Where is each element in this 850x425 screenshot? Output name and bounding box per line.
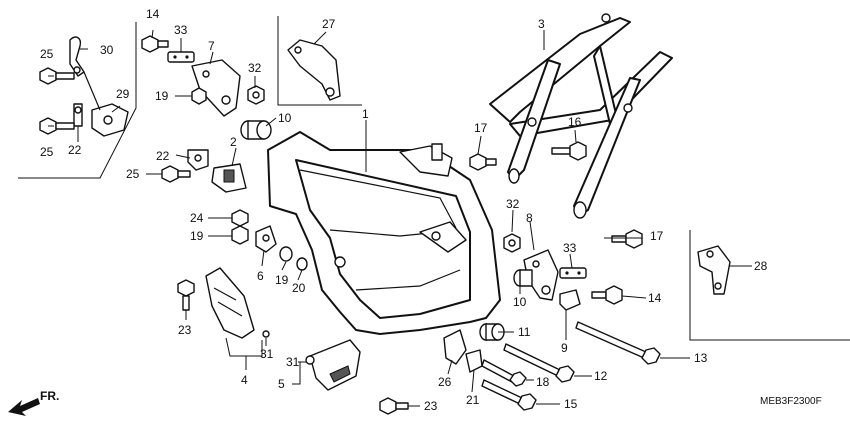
washer-20[interactable] [296,257,308,271]
callout-17a: 17 [474,121,488,135]
callout-10b: 10 [513,295,527,309]
callouts: 1 2 3 4 5 6 7 8 9 10 10 11 12 13 14 14 1… [40,7,768,413]
callout-25c: 25 [126,167,140,181]
callout-22b: 22 [156,149,170,163]
callout-3: 3 [538,17,545,31]
callout-29: 29 [116,87,130,101]
bolt-16[interactable] [551,141,587,161]
callout-26: 26 [438,375,452,389]
callout-19b: 19 [190,229,204,243]
callout-23a: 23 [178,323,192,337]
nut-19c[interactable] [279,246,293,262]
front-direction-arrow: FR. [8,389,59,416]
diagram-code: MEB3F2300F [760,396,822,407]
nut-32b[interactable] [503,233,521,253]
callout-16: 16 [568,115,582,129]
long-bolt-13[interactable] [575,321,661,365]
collar-21[interactable] [465,349,483,373]
callout-25b: 25 [40,145,54,159]
callout-15: 15 [564,397,578,411]
callout-33a: 33 [174,23,188,37]
callout-25a: 25 [40,47,54,61]
callout-4: 4 [241,373,248,387]
callout-1: 1 [362,107,369,121]
collar-10b[interactable] [513,269,533,287]
bolt-14b[interactable] [591,285,623,305]
callout-23b: 23 [424,399,438,413]
bolt-25c[interactable] [161,165,191,183]
callout-18: 18 [536,375,550,389]
callout-24: 24 [190,211,204,225]
sub-frame-3[interactable] [489,13,673,219]
engine-hanger-plate-7[interactable] [191,59,241,117]
callout-20: 20 [292,281,306,295]
callout-22a: 22 [68,143,82,157]
callout-14b: 14 [648,291,662,305]
collar-6[interactable] [255,225,277,253]
callout-8: 8 [526,211,533,225]
callout-5: 5 [278,377,285,391]
callout-28: 28 [754,259,768,273]
callout-6: 6 [257,269,264,283]
main-frame-1[interactable] [267,131,501,335]
callout-2: 2 [230,135,237,149]
bolt-18[interactable] [481,359,527,387]
direction-label: FR. [40,389,59,403]
long-bolt-15[interactable] [481,379,537,411]
callout-30: 30 [100,43,114,57]
callout-31b: 31 [286,355,300,369]
collar-10a[interactable] [240,120,272,140]
nut-19a[interactable] [191,87,207,105]
callout-31a: 31 [260,347,274,361]
callout-32b: 32 [506,197,520,211]
engine-guard-4[interactable] [205,267,270,339]
bolt-25a[interactable] [39,67,75,85]
callout-19c: 19 [275,273,289,287]
bolt-17a[interactable] [469,153,497,171]
collar-22b[interactable] [187,149,209,171]
plate-33a[interactable] [167,51,195,63]
callout-19a: 19 [155,89,169,103]
callout-33b: 33 [563,241,577,255]
collar-22a[interactable] [73,103,83,127]
callout-10a: 10 [278,111,292,125]
bolt-23b[interactable] [379,397,409,415]
collar-9[interactable] [559,289,581,311]
bolt-25b[interactable] [39,117,75,135]
long-bolt-12[interactable] [503,343,575,383]
box-lines [18,16,850,341]
mount-bracket-29[interactable] [83,71,129,137]
nut-24[interactable] [231,209,249,227]
bolt-23a[interactable] [177,279,195,311]
leader-lines [48,29,752,407]
callout-9: 9 [561,341,568,355]
mount-bracket-30[interactable] [69,36,85,77]
callout-12: 12 [594,369,608,383]
nut-19b[interactable] [231,225,249,245]
callout-27: 27 [322,17,336,31]
callout-11: 11 [518,325,531,339]
bracket-28[interactable] [697,245,731,295]
callout-32a: 32 [248,61,262,75]
bolt-17b[interactable] [611,229,643,249]
bracket-27[interactable] [287,39,341,101]
bolt-14a[interactable] [141,35,169,53]
callout-13: 13 [694,351,708,365]
callout-14a: 14 [146,7,160,21]
callout-17b: 17 [650,229,664,243]
plate-26[interactable] [443,329,467,365]
nut-32a[interactable] [247,85,265,105]
callout-7: 7 [208,39,215,53]
plate-33b[interactable] [559,267,587,279]
mount-2[interactable] [211,163,247,193]
callout-21: 21 [466,393,480,407]
guard-5[interactable] [305,339,361,391]
